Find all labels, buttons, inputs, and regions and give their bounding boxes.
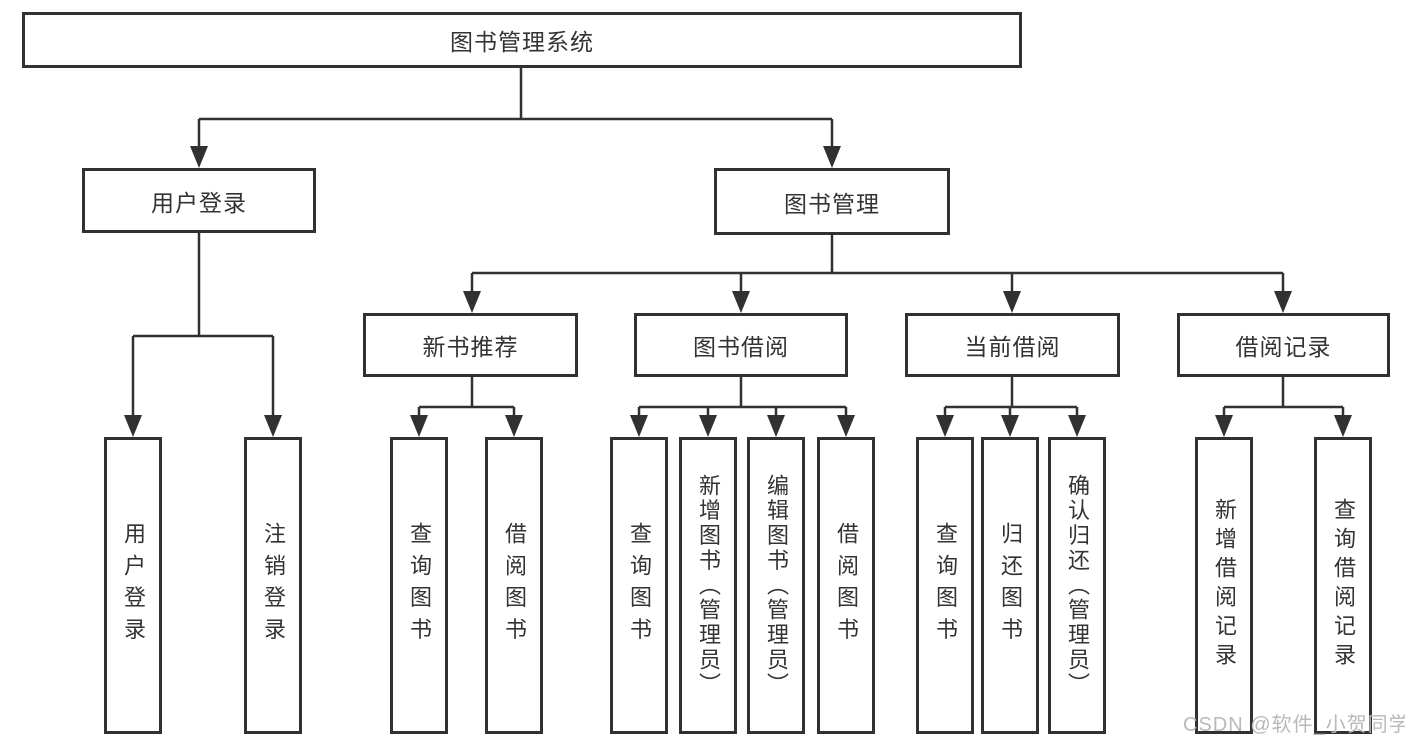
leaf-borrow-books-recommend: 借阅图书 <box>485 437 543 734</box>
node-borrowing-records-label: 借阅记录 <box>1235 334 1332 360</box>
csdn-watermark: CSDN @软件_小贺同学 <box>1183 714 1405 736</box>
node-root-system: 图书管理系统 <box>22 12 1022 68</box>
leaf-return-books-label: 归还图书 <box>998 521 1023 650</box>
node-root-system-label: 图书管理系统 <box>450 29 594 55</box>
leaf-query-borrow-record: 查询借阅记录 <box>1314 437 1372 734</box>
leaf-add-books-admin: 新增图书（管理员） <box>679 437 737 734</box>
leaf-query-books-current: 查询图书 <box>916 437 974 734</box>
leaf-logout-label: 注销登录 <box>261 521 286 650</box>
leaf-confirm-return-admin: 确认归还（管理员） <box>1048 437 1106 734</box>
leaf-return-books: 归还图书 <box>981 437 1039 734</box>
leaf-edit-books-admin: 编辑图书（管理员） <box>747 437 805 734</box>
leaf-user-login-label: 用户登录 <box>121 521 146 650</box>
leaf-user-login: 用户登录 <box>104 437 162 734</box>
node-current-borrowing: 当前借阅 <box>905 313 1120 377</box>
node-book-management-label: 图书管理 <box>784 190 880 217</box>
arrowheads <box>124 146 1352 437</box>
leaf-borrow-books-recommend-label: 借阅图书 <box>502 521 527 650</box>
leaf-add-borrow-record-label: 新增借阅记录 <box>1212 498 1237 673</box>
leaf-confirm-return-admin-label: 确认归还（管理员） <box>1065 473 1090 698</box>
leaf-edit-books-admin-label: 编辑图书（管理员） <box>764 473 789 698</box>
leaf-logout: 注销登录 <box>244 437 302 734</box>
leaf-query-borrow-record-label: 查询借阅记录 <box>1331 498 1356 673</box>
node-book-borrowing-label: 图书借阅 <box>693 334 789 360</box>
node-current-borrowing-label: 当前借阅 <box>964 334 1061 360</box>
node-user-login: 用户登录 <box>82 168 316 233</box>
leaf-query-books-borrowing: 查询图书 <box>610 437 668 734</box>
node-book-management: 图书管理 <box>714 168 950 235</box>
leaf-query-books-recommend-label: 查询图书 <box>407 521 432 650</box>
node-borrowing-records: 借阅记录 <box>1177 313 1390 377</box>
leaf-query-books-borrowing-label: 查询图书 <box>627 521 652 650</box>
leaf-query-books-current-label: 查询图书 <box>933 521 958 650</box>
leaf-add-books-admin-label: 新增图书（管理员） <box>696 473 721 698</box>
leaf-borrow-books: 借阅图书 <box>817 437 875 734</box>
leaf-add-borrow-record: 新增借阅记录 <box>1195 437 1253 734</box>
leaf-query-books-recommend: 查询图书 <box>390 437 448 734</box>
node-new-book-recommendation: 新书推荐 <box>363 313 578 377</box>
node-new-book-recommendation-label: 新书推荐 <box>422 334 519 360</box>
node-user-login-label: 用户登录 <box>151 189 247 216</box>
node-book-borrowing: 图书借阅 <box>634 313 848 377</box>
leaf-borrow-books-label: 借阅图书 <box>834 521 859 650</box>
